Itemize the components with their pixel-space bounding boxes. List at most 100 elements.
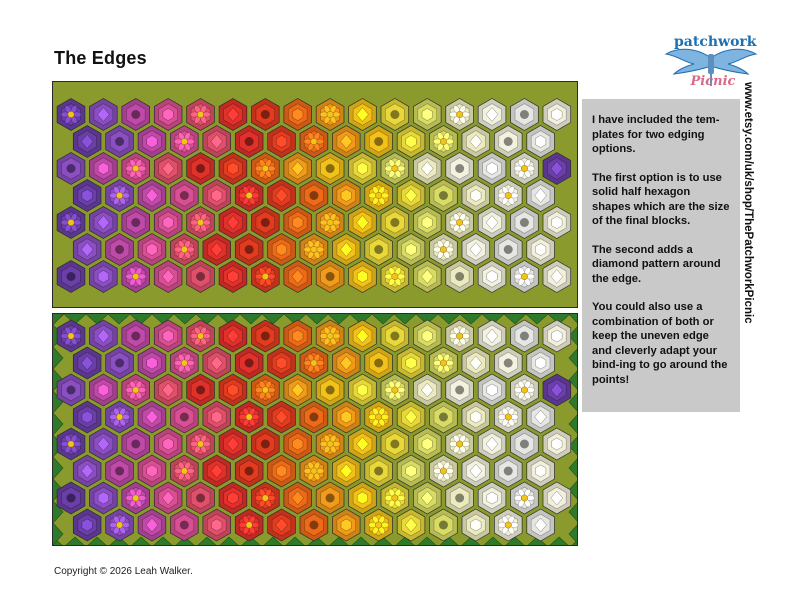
flower-hexagon-block (526, 400, 555, 434)
flower-hexagon-block (396, 400, 426, 434)
flower-hexagon-block (299, 125, 329, 158)
flower-hexagon-block (234, 454, 264, 488)
flower-hexagon-block (380, 481, 410, 515)
flower-hexagon-block (445, 206, 474, 239)
flower-hexagon-block (170, 454, 199, 488)
flower-hexagon-block (477, 206, 507, 239)
flower-hexagon-block (396, 454, 426, 488)
flower-hexagon-block (72, 508, 102, 542)
flower-hexagon-block (348, 152, 377, 185)
flower-hexagon-block (413, 206, 442, 239)
flower-hexagon-block (364, 179, 393, 212)
edge-diamond (461, 536, 481, 545)
flower-hexagon-block (267, 233, 296, 266)
flower-hexagon-block (299, 179, 329, 212)
flower-hexagon-block (445, 373, 474, 407)
edge-diamond (217, 314, 241, 325)
flower-hexagon-block (234, 346, 264, 380)
flower-hexagon-block (202, 233, 231, 266)
edge-diamond (568, 524, 577, 544)
edge-diamond (87, 536, 107, 545)
edge-diamond (53, 412, 64, 436)
flower-hexagon-block (267, 400, 296, 434)
flower-hexagon-block (267, 454, 296, 488)
flower-hexagon-block (251, 427, 280, 461)
flower-hexagon-block (267, 125, 296, 158)
shop-url-text: www.etsy.com/uk/shop/ThePatchworkPicnic (742, 82, 754, 324)
flower-hexagon-block (542, 373, 572, 407)
flower-hexagon-block (267, 508, 296, 542)
edge-diamond (85, 314, 109, 325)
flower-hexagon-block (72, 400, 102, 434)
info-paragraph: The first option is to use solid half he… (592, 171, 730, 228)
flower-hexagon-block (153, 98, 183, 131)
flower-hexagon-block (186, 481, 215, 515)
flower-hexagon-block (526, 125, 555, 158)
flower-hexagon-block (299, 400, 329, 434)
flower-hexagon-block (186, 206, 215, 239)
flower-hexagon-block (332, 346, 361, 380)
flower-hexagon-block (526, 179, 555, 212)
flower-hexagon-block (251, 206, 280, 239)
flower-hexagon-block (89, 206, 118, 239)
flower-hexagon-block (137, 179, 167, 212)
flower-hexagon-block (218, 427, 248, 461)
flower-hexagon-block (121, 98, 150, 131)
flower-hexagon-block (105, 508, 134, 542)
flower-hexagon-block (380, 206, 410, 239)
flower-hexagon-block (461, 508, 491, 542)
flower-hexagon-block (477, 373, 507, 407)
edge-diamond (568, 480, 577, 500)
flower-hexagon-block (89, 152, 118, 185)
flower-hexagon-block (299, 508, 329, 542)
flower-hexagon-block (72, 179, 102, 212)
flower-hexagon-block (72, 125, 102, 158)
flower-hexagon-block (494, 233, 523, 266)
flower-hexagon-block (445, 427, 474, 461)
page-title: The Edges (54, 48, 147, 68)
flower-hexagon-block (429, 125, 458, 158)
flower-hexagon-block (526, 508, 555, 542)
flower-hexagon-block (234, 125, 264, 158)
edge-diamond (53, 522, 64, 545)
edge-diamond (219, 536, 239, 545)
flower-hexagon-block (218, 373, 248, 407)
flower-hexagon-block (105, 233, 134, 266)
flower-hexagon-block (56, 260, 86, 293)
flower-hexagon-block (477, 481, 507, 515)
flower-hexagon-block (348, 98, 377, 131)
wings-icon (664, 48, 758, 86)
flower-hexagon-block (56, 373, 86, 407)
flower-hexagon-block (510, 206, 539, 239)
flower-hexagon-block (526, 233, 555, 266)
flower-hexagon-block (72, 233, 102, 266)
flower-hexagon-block (170, 233, 199, 266)
flower-hexagon-block (413, 260, 442, 293)
edge-diamond (305, 314, 329, 325)
info-box: I have included the tem-plates for two e… (582, 99, 740, 412)
edge-diamond (417, 536, 437, 545)
flower-hexagon-block (364, 400, 393, 434)
flower-hexagon-block (364, 125, 393, 158)
flower-hexagon-block (153, 206, 183, 239)
edge-diamond (261, 314, 285, 325)
quilt-diamond-canvas (53, 314, 577, 545)
flower-hexagon-block (56, 152, 86, 185)
flower-hexagon-block (396, 508, 426, 542)
flower-hexagon-block (251, 152, 280, 185)
flower-hexagon-block (445, 260, 474, 293)
flower-hexagon-block (72, 454, 102, 488)
flower-hexagon-block (186, 427, 215, 461)
flower-hexagon-block (413, 319, 442, 353)
flower-hexagon-block (186, 152, 215, 185)
flower-hexagon-block (218, 206, 248, 239)
flower-hexagon-block (348, 260, 377, 293)
flower-hexagon-block (526, 454, 555, 488)
flower-hexagon-block (315, 427, 345, 461)
flower-hexagon-block (364, 454, 393, 488)
flower-hexagon-block (461, 233, 491, 266)
flower-hexagon-block (121, 206, 150, 239)
edge-diamond (437, 314, 461, 325)
edge-diamond (568, 392, 577, 412)
flower-hexagon-block (170, 179, 199, 212)
